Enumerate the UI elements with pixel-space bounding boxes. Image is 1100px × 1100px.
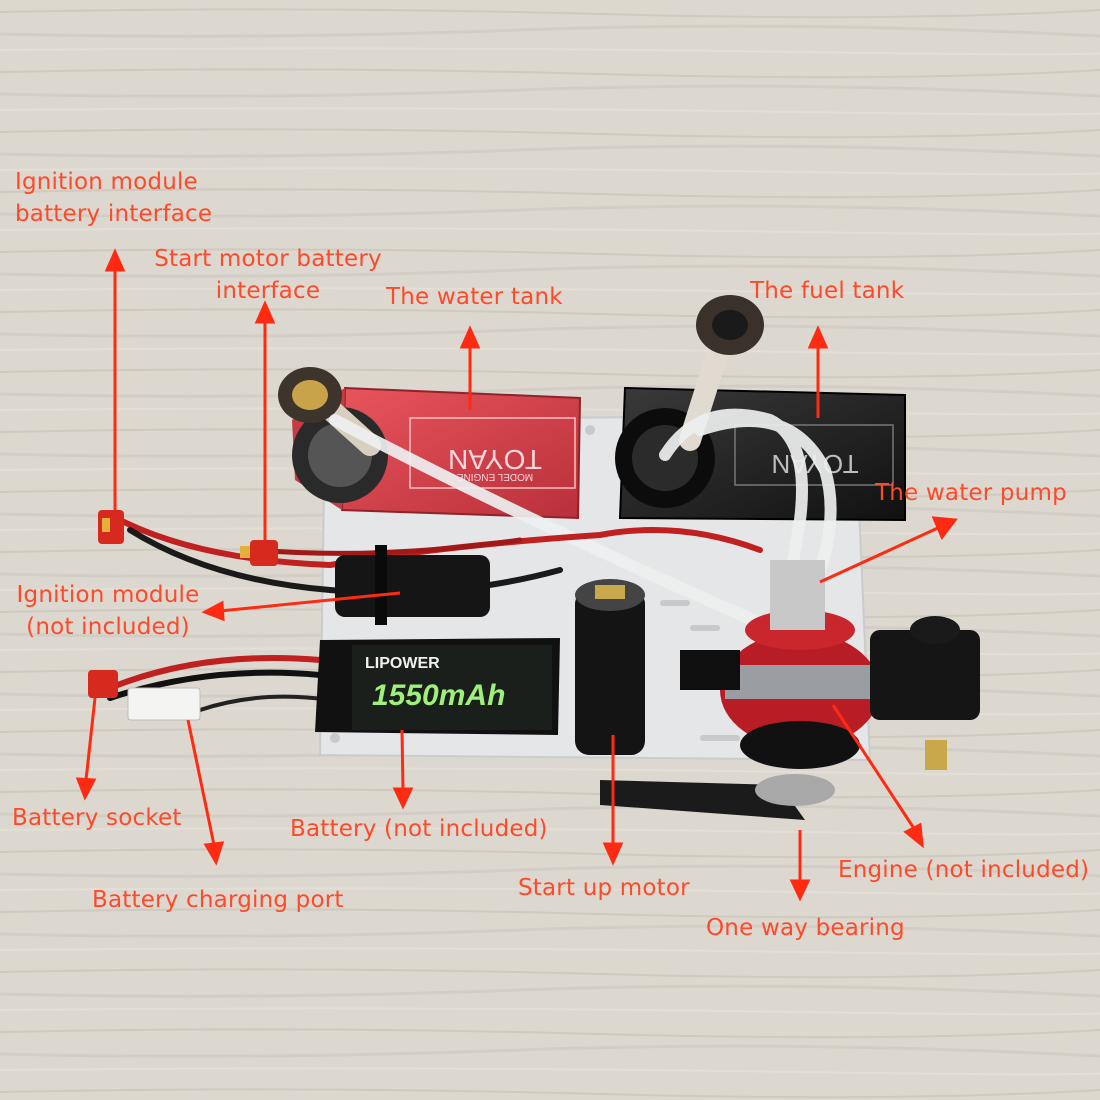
label-ignition-module-line2: (not included) xyxy=(26,614,190,640)
label-start-motor-interface: Start motor battery interface xyxy=(148,243,388,307)
label-start-motor-interface-line2: interface xyxy=(215,278,321,304)
battery-capacity: 1550mAh xyxy=(372,679,505,712)
annotation-arrows xyxy=(75,248,958,902)
label-water-pump: The water pump xyxy=(875,480,1067,506)
label-engine: Engine (not included) xyxy=(838,857,1090,883)
balance-plug xyxy=(127,687,201,721)
label-ignition-battery-interface: Ignition module battery interface xyxy=(15,166,212,230)
label-water-tank: The water tank xyxy=(386,284,563,310)
timing-belt xyxy=(600,780,805,820)
water-tank: TOYAN MODEL ENGINE xyxy=(292,386,582,520)
label-fuel-tank: The fuel tank xyxy=(750,278,905,304)
label-start-motor-interface-line1: Start motor battery xyxy=(154,246,382,272)
t-plug-start-motor xyxy=(240,540,278,566)
lipo-battery: LIPOWER 1550mAh xyxy=(315,638,560,735)
label-charging-port: Battery charging port xyxy=(92,887,344,913)
label-ignition-module: Ignition module (not included) xyxy=(8,579,208,643)
t-plug-ignition xyxy=(98,510,124,544)
label-battery-socket: Battery socket xyxy=(12,805,182,831)
label-ignition-module-line1: Ignition module xyxy=(16,582,200,608)
battery-brand: LIPOWER xyxy=(365,655,440,672)
water-tank-brand: TOYAN xyxy=(448,444,542,475)
water-tank-sub: MODEL ENGINE xyxy=(457,471,534,482)
startup-motor xyxy=(575,579,645,755)
label-ignition-battery-interface-line1: Ignition module xyxy=(15,169,198,195)
engine xyxy=(680,560,980,806)
ignition-module xyxy=(335,545,490,625)
fuel-tank: TOYAN xyxy=(615,386,906,522)
label-battery: Battery (not included) xyxy=(290,816,548,842)
label-startup-motor: Start up motor xyxy=(518,875,690,901)
label-ignition-battery-interface-line2: battery interface xyxy=(15,201,213,227)
label-one-way-bearing: One way bearing xyxy=(706,915,905,941)
t-plug-battery xyxy=(88,670,118,698)
